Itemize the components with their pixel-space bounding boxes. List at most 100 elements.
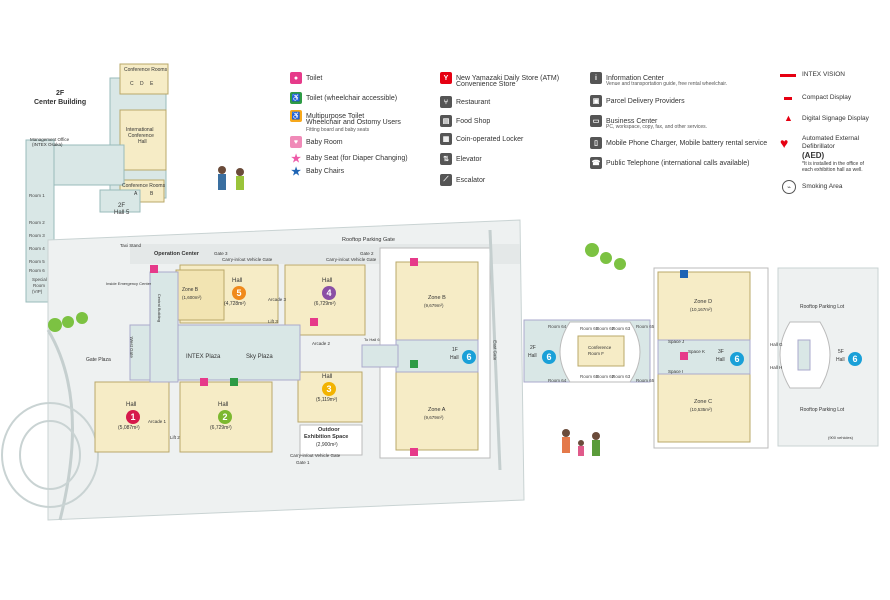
legend-smoking: Smoking Area — [802, 183, 843, 190]
multipurpose-toilet-icon: ♿ — [290, 110, 302, 122]
toilet-icon: ● — [290, 72, 302, 84]
legend-convenience-store: Y New Yamazaki Daily Store (ATM) — [440, 72, 559, 84]
room-2-label: Room 2 — [29, 220, 45, 225]
to-hall6-label: To Hall 6 — [364, 337, 380, 342]
legend-baby-seat: ★ Baby Seat (for Diaper Changing) — [291, 152, 408, 165]
vehicles-label: (900 vehicles) — [828, 435, 853, 440]
legend-compact-display: Compact Display — [802, 94, 852, 101]
intex-plaza-label: INTEX Plaza — [186, 354, 221, 360]
room-1-label: Room 1 — [29, 193, 45, 198]
intex-vision-bar — [780, 74, 796, 77]
escalator-icon: ⟋ — [440, 174, 452, 186]
management-office-label: Management Office — [30, 137, 70, 142]
rooftop-parking-bottom: Rooftop Parking Lot — [800, 407, 845, 413]
facility-markers — [150, 258, 688, 456]
carry-gate-top-label: Carry-in/out Vehicle Gate — [222, 257, 273, 262]
hall5-badge: 5 — [232, 286, 246, 300]
food-shop-icon: ▤ — [440, 115, 452, 127]
room-65-top: Room 65 — [636, 324, 655, 329]
room-64-top: Room 64 — [548, 324, 567, 329]
business-center-icon: ▭ — [590, 115, 602, 127]
legend-toilet: ● Toilet — [290, 72, 322, 84]
baby-chair-star-icon: ★ — [291, 165, 301, 178]
conference-f-label-1: Conference — [588, 345, 612, 350]
hall-h-label: Hall H — [770, 365, 783, 370]
phone-charger-icon: ▯ — [590, 137, 602, 149]
hall1-area: (5,087m²) — [118, 425, 140, 431]
f3-hall-label: Hall — [716, 357, 725, 363]
legend-multipurpose-line2: Wheelchair and Ostomy Users — [306, 119, 401, 126]
legend-multipurpose-toilet: ♿ Multipurpose Toilet — [290, 110, 364, 122]
special-room-label-2: Room — [33, 283, 46, 288]
rooftop-gate-label: Rooftop Parking Gate — [342, 237, 395, 243]
room-62-top: Room 62 — [596, 326, 615, 331]
convenience-store-icon: Y — [440, 72, 452, 84]
room-61-top: Room 61 — [580, 326, 599, 331]
smoking-icon: ⌁ — [782, 180, 796, 194]
zone-c-label: Zone C — [694, 399, 713, 405]
east-gate-label: East Gate — [492, 340, 498, 361]
hall2-badge: 2 — [218, 410, 232, 424]
legend-business-center: ▭ Business Center — [590, 115, 657, 127]
special-room-label-3: (VIP) — [32, 289, 43, 294]
hall4-badge: 4 — [322, 286, 336, 300]
conference-f-label-2: Room F — [588, 351, 605, 356]
west-gate-label: West Gate — [128, 336, 134, 358]
legend-food-shop: ▤ Food Shop — [440, 115, 490, 127]
center-building-name: Center Building — [34, 99, 87, 106]
hall1-badge: 1 — [126, 410, 140, 424]
hall2-area: (6,729m²) — [210, 425, 232, 431]
room-62-bottom: Room 62 — [596, 374, 615, 379]
hall5-2f-floor: 2F — [118, 203, 126, 209]
room-63-bottom: Room 63 — [612, 374, 631, 379]
outdoor-label-2: Exhibition Space — [304, 434, 349, 440]
legend-aed-3: (AED) — [802, 151, 825, 160]
taxi-stand-label: Taxi Stand — [120, 243, 142, 248]
locker-icon: ▦ — [440, 133, 452, 145]
f2-hall-label: Hall — [528, 353, 537, 359]
hall3-badge: 3 — [322, 382, 336, 396]
legend-digital-signage: Digital Signage Display — [802, 115, 869, 122]
operation-center-label: Operation Center — [154, 251, 199, 257]
room-4-label: Room 4 — [29, 246, 45, 251]
legend-aed-2: Defibrillator — [802, 143, 835, 150]
intl-hall-label-2: Conference — [128, 133, 154, 139]
legend-wheelchair-toilet: ♿ Toilet (wheelchair accessible) — [290, 92, 397, 104]
gate3-label: Gate 3 — [214, 251, 228, 256]
hall6-1f-badge: 6 — [462, 350, 476, 364]
legend-aed-note-2: each exhibition hall as well. — [802, 167, 863, 173]
outdoor-area: (2,900m²) — [316, 442, 338, 448]
legend-convenience-line2: Convenience Store — [456, 81, 516, 88]
hall6-1f-name: Hall — [450, 355, 459, 361]
f5-floor-label: 5F — [838, 349, 844, 355]
intl-hall-label-3: Hall — [138, 139, 147, 145]
room-d-label: D — [140, 81, 144, 87]
hall5-label: Hall — [232, 278, 243, 284]
management-office-sub: (INTEX Osaka) — [32, 142, 63, 147]
zone-d-label: Zone D — [694, 299, 713, 305]
hall2-label: Hall — [218, 402, 229, 408]
baby-seat-star-icon: ★ — [291, 152, 301, 165]
conference-rooms-ab-label: Conference Rooms — [122, 183, 166, 189]
lift2-label: Lift 2 — [170, 435, 180, 440]
legend-phone-charger: ▯ Mobile Phone Charger, Mobile battery r… — [590, 137, 767, 149]
lift3-label: Lift 3 — [268, 319, 278, 324]
legend-multipurpose-sub: Fitting board and baby seats — [306, 127, 370, 133]
legend-telephone: ☎ Public Telephone (international calls … — [590, 157, 749, 169]
f3-hall6-badge: 6 — [730, 352, 744, 366]
information-icon: i — [590, 72, 602, 84]
room-63-top: Room 63 — [612, 326, 631, 331]
zone-b-h6-label: Zone B — [428, 295, 446, 301]
hall1-label: Hall — [126, 402, 137, 408]
gate1-label: Gate 1 — [296, 460, 310, 465]
hall3-area: (5,119m²) — [316, 397, 338, 403]
elevator-icon: ⇅ — [440, 153, 452, 165]
room-6-label: Room 6 — [29, 268, 45, 273]
room-e-label: E — [150, 81, 154, 87]
carry-gate-top2-label: Carry-in/out Vehicle Gate — [326, 257, 377, 262]
people-illustrations — [218, 166, 600, 456]
legend-intex-vision: INTEX VISION — [802, 71, 845, 78]
legend-business-sub: PC, workspace, copy, fax, and other serv… — [606, 124, 708, 130]
room-a-label: A — [134, 191, 138, 197]
legend-escalator: ⟋ Escalator — [440, 174, 485, 186]
